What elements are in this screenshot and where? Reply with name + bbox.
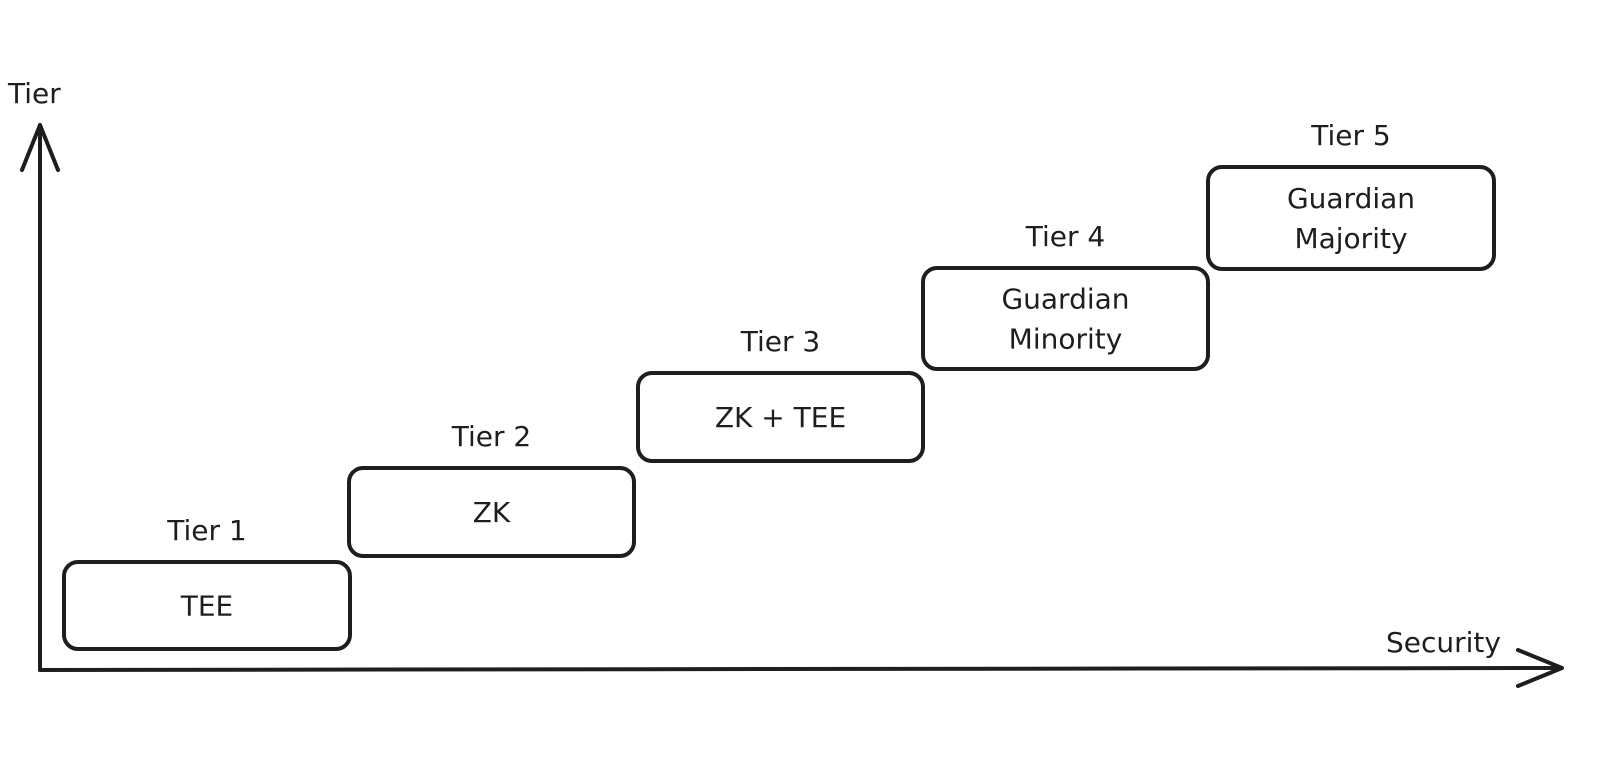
tier-3-box xyxy=(636,371,925,463)
tier-1-box-text: TEE xyxy=(180,590,234,623)
tier-4-box xyxy=(921,266,1210,371)
tier-4-box-text: Guardian xyxy=(1001,283,1129,316)
tier-5-label: Tier 5 xyxy=(1310,119,1390,152)
tier-5-box xyxy=(1206,165,1496,271)
tier-4-label: Tier 4 xyxy=(1025,220,1105,253)
tier-5-box-text: Majority xyxy=(1294,222,1407,255)
tier-3-label: Tier 3 xyxy=(740,325,820,358)
tier-1-label: Tier 1 xyxy=(166,514,246,547)
x-axis-label: Security xyxy=(1386,626,1501,659)
tier-4-box-text: Minority xyxy=(1009,323,1123,356)
tier-1-box xyxy=(62,560,352,651)
tier-2-box xyxy=(347,466,636,558)
tier-5-box-text: Guardian xyxy=(1287,182,1415,215)
tier-2: Tier 2 ZK xyxy=(347,420,636,558)
tier-2-label: Tier 2 xyxy=(451,420,531,453)
y-axis-arrowhead xyxy=(20,123,60,172)
x-axis-arrowhead xyxy=(1516,648,1564,688)
y-axis-label: Tier xyxy=(7,77,61,110)
tier-3: Tier 3 ZK + TEE xyxy=(636,325,925,463)
x-axis-line xyxy=(38,666,1562,672)
tier-1: Tier 1 TEE xyxy=(62,514,352,651)
tier-2-box-text: ZK xyxy=(473,496,511,529)
tier-3-box-text: ZK + TEE xyxy=(715,401,846,434)
tiers-group: Tier 1 TEE Tier 2 ZK Tier 3 ZK + TEE Tier 4 Gua… xyxy=(62,119,1496,651)
